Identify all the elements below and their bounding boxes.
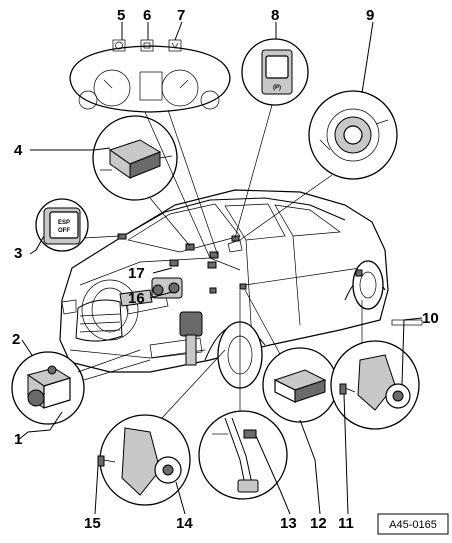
esp-label-line2: OFF (58, 228, 70, 234)
leader-lines (17, 21, 423, 515)
label-15: 15 (84, 515, 101, 532)
label-3: 3 (14, 245, 22, 262)
warning-lamp-icon (140, 39, 154, 52)
label-9: 9 (366, 7, 374, 24)
callout-numbers: 1 2 3 4 5 6 7 8 9 10 11 12 13 14 15 16 1… (12, 7, 439, 532)
esp-button-callout: ESP OFF (35, 198, 89, 252)
esp-off-button (49, 211, 79, 239)
svg-text:(P): (P) (273, 85, 281, 91)
car-illustration (59, 189, 389, 389)
label-8: 8 (271, 7, 279, 24)
inner-components (81, 233, 363, 366)
label-17: 17 (128, 265, 145, 282)
label-5: 5 (117, 7, 125, 24)
front-knuckle-callout (97, 414, 191, 506)
label-11: 11 (338, 515, 354, 532)
brake-pedal-callout (198, 410, 288, 500)
label-4: 4 (14, 142, 23, 159)
label-10: 10 (422, 310, 439, 327)
esp-label-line1: ESP (58, 220, 70, 226)
warning-lamp-icon (112, 39, 126, 52)
steering-angle-sensor-callout (308, 90, 398, 180)
label-14: 14 (176, 515, 193, 532)
sensor-module-callout (262, 347, 338, 423)
reference-box: A45-0165 (377, 513, 449, 535)
reference-code: A45-0165 (389, 519, 437, 531)
label-16: 16 (128, 290, 145, 307)
control-unit-callout (92, 115, 178, 201)
label-1: 1 (14, 431, 22, 448)
instrument-cluster-callout (69, 39, 231, 113)
label-7: 7 (177, 7, 185, 24)
label-12: 12 (310, 515, 327, 532)
label-2: 2 (12, 331, 20, 348)
front-knuckle-component (179, 311, 203, 337)
label-13: 13 (280, 515, 297, 532)
abs-unit-callout (11, 351, 85, 425)
parking-brake-button-callout: (P) (241, 38, 309, 106)
label-6: 6 (143, 7, 151, 24)
rear-knuckle-callout (330, 319, 423, 430)
